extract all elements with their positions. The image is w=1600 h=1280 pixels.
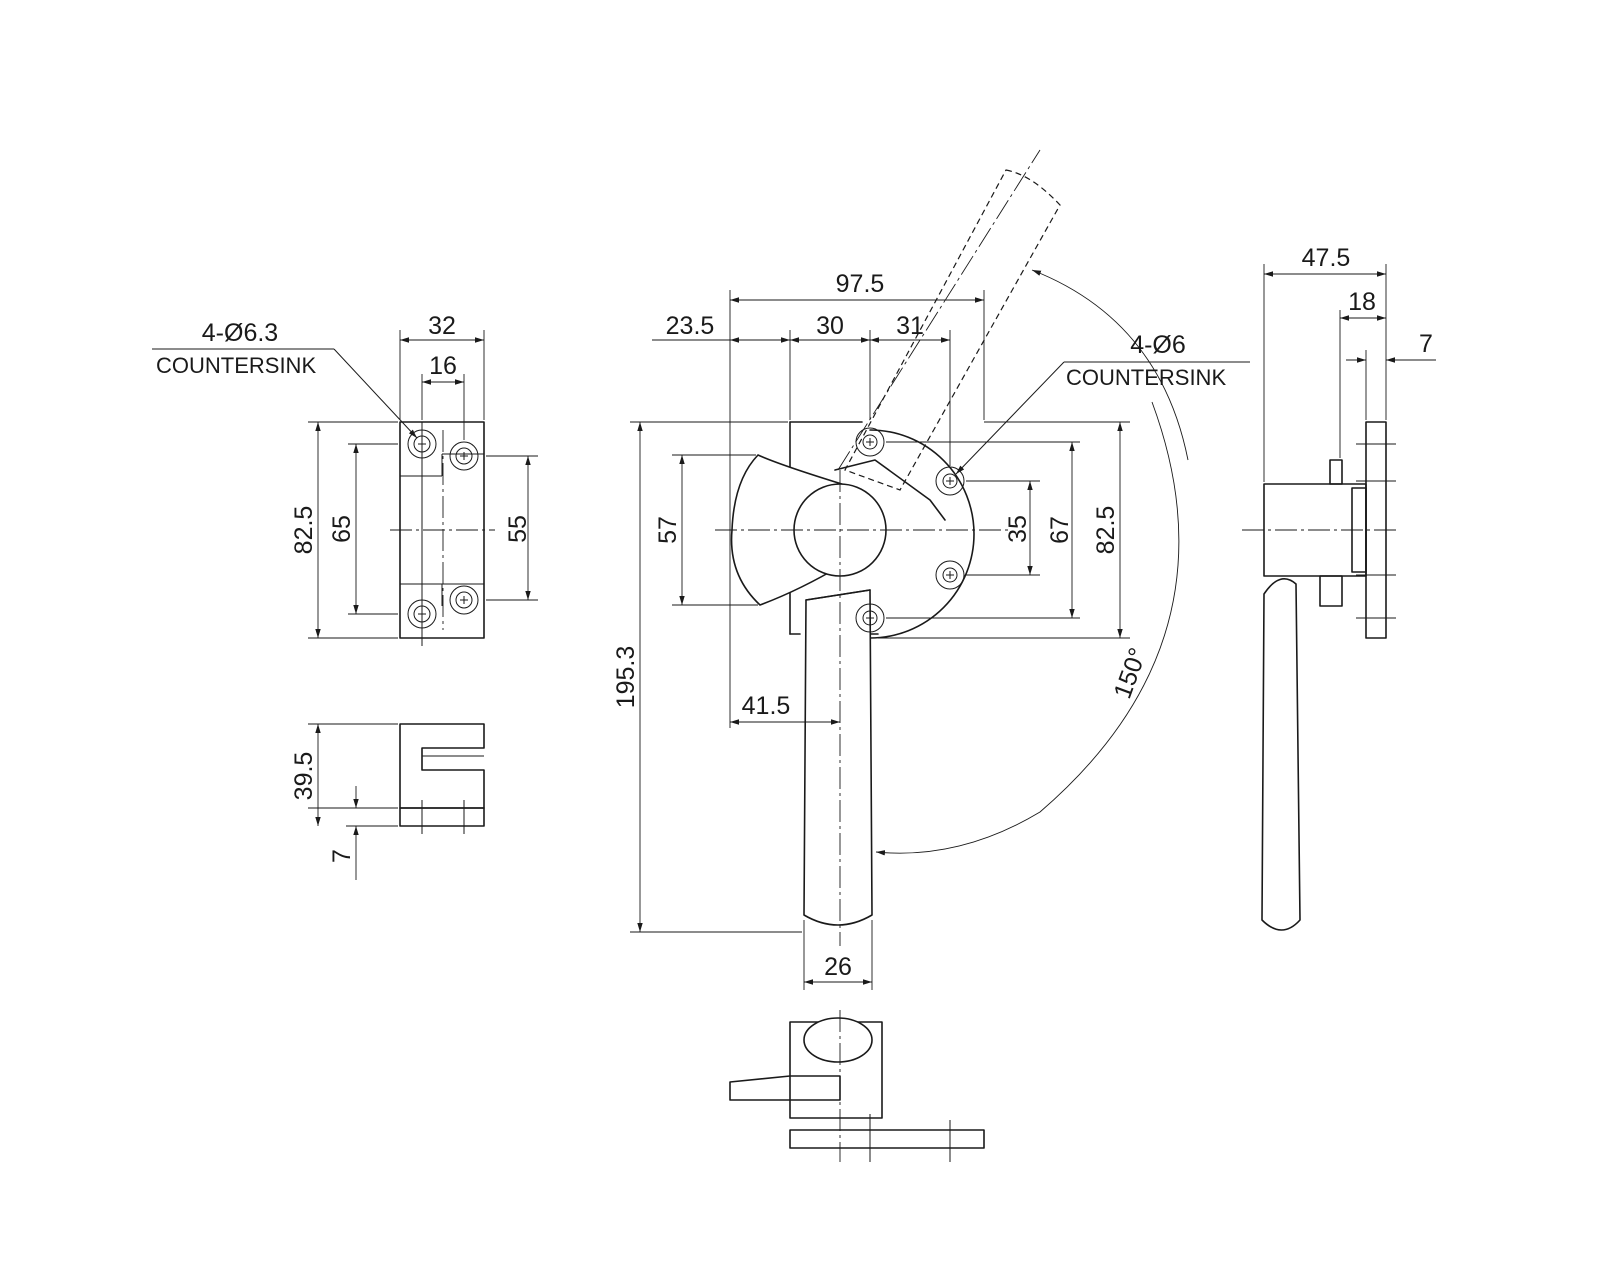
hole-pitch-outer-dim: 67 <box>1046 516 1074 544</box>
keeper-thickness-dim: 7 <box>328 849 356 863</box>
right-hole-callout-size: 4-Ø6 <box>1130 331 1186 359</box>
offset-b-dim: 30 <box>816 312 844 340</box>
handle-width-dim: 26 <box>824 953 852 981</box>
left-hole-callout-size: 4-Ø6.3 <box>202 319 278 347</box>
keeper-outer-pitch-dim: 65 <box>328 515 356 543</box>
plate-countersink-hole <box>855 603 885 633</box>
keeper-inner-width-dim: 16 <box>429 352 457 380</box>
right-hole-callout-type: COUNTERSINK <box>1066 365 1226 390</box>
latch-side-view: 47.5 18 7 <box>1242 244 1436 931</box>
latch-bottom-view <box>729 1010 985 1162</box>
offset-a-dim: 23.5 <box>666 312 715 340</box>
keeper-side-height-dim: 39.5 <box>290 752 318 801</box>
side-offset-dim: 18 <box>1348 288 1376 316</box>
latch-front-view: 97.5 23.5 30 31 195.3 57 35 67 82.5 <box>612 149 1250 990</box>
offset-c-dim: 31 <box>896 312 924 340</box>
keeper-inner-pitch-dim: 55 <box>504 515 532 543</box>
keeper-side-view: 39.5 7 <box>290 723 485 880</box>
swing-angle-dim: 150° <box>1108 644 1152 702</box>
plate-height-dim: 82.5 <box>1092 506 1120 555</box>
pivot-offset-dim: 41.5 <box>742 692 791 720</box>
keeper-height-dim: 82.5 <box>290 506 318 555</box>
side-depth-dim: 47.5 <box>1302 244 1351 272</box>
plate-countersink-hole <box>935 466 965 496</box>
keeper-countersink-hole <box>449 585 479 615</box>
plate-countersink-hole <box>855 427 885 457</box>
overall-width-dim: 97.5 <box>836 270 885 298</box>
cam-height-dim: 57 <box>654 516 682 544</box>
keeper-width-dim: 32 <box>428 312 456 340</box>
overall-height-dim: 195.3 <box>612 646 640 709</box>
keeper-countersink-hole <box>449 441 479 471</box>
plate-countersink-hole <box>935 560 965 590</box>
hole-pitch-inner-dim: 35 <box>1004 515 1032 543</box>
keeper-front-view: 32 16 82.5 65 55 4-Ø6.3 COUNTERSINK <box>152 312 538 646</box>
side-plate-thickness-dim: 7 <box>1419 330 1433 358</box>
left-hole-callout-type: COUNTERSINK <box>156 353 316 378</box>
